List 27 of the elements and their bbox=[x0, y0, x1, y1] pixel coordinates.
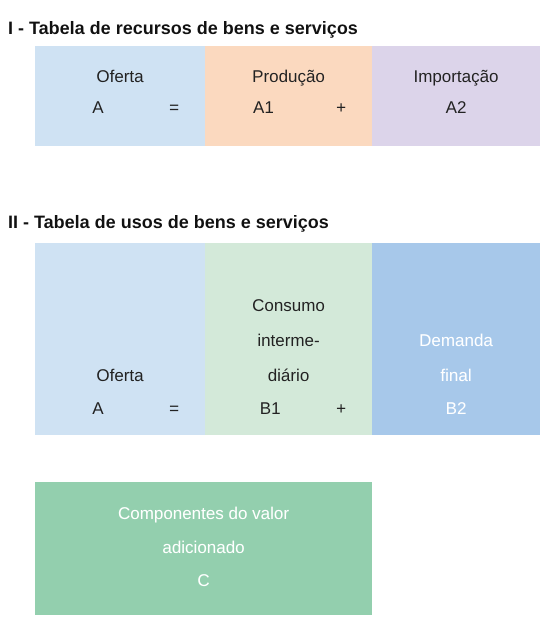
variable-symbol: B1 bbox=[260, 398, 281, 420]
table-panel bbox=[372, 46, 540, 146]
variable-symbol: C bbox=[197, 570, 210, 592]
operator-sign: = bbox=[169, 97, 179, 119]
panel-title: Componentes do valor adicionado bbox=[116, 502, 290, 558]
table-panel bbox=[205, 243, 372, 435]
table-panel bbox=[35, 243, 205, 435]
table-panel bbox=[205, 46, 372, 146]
table-panel bbox=[35, 46, 205, 146]
panel-title: Produção bbox=[252, 66, 325, 88]
table-panel bbox=[35, 482, 372, 615]
variable-symbol: A2 bbox=[446, 97, 466, 119]
panel-title: Demanda final bbox=[418, 330, 494, 387]
panel-title: Importação bbox=[413, 66, 499, 88]
table-panel bbox=[372, 243, 540, 435]
operator-sign: = bbox=[169, 398, 179, 420]
variable-symbol: A bbox=[92, 398, 104, 420]
variable-symbol: B2 bbox=[446, 398, 466, 420]
variable-symbol: A bbox=[92, 97, 104, 119]
variable-symbol: A1 bbox=[253, 97, 274, 119]
panel-title: Oferta bbox=[96, 66, 144, 88]
panel-title: Oferta bbox=[96, 365, 144, 387]
operator-sign: + bbox=[336, 97, 346, 119]
panel-title: Consumo interme- diário bbox=[251, 295, 326, 387]
operator-sign: + bbox=[336, 398, 346, 420]
section-heading: II - Tabela de usos de bens e serviços bbox=[8, 212, 329, 233]
section-heading: I - Tabela de recursos de bens e serviços bbox=[8, 18, 358, 39]
